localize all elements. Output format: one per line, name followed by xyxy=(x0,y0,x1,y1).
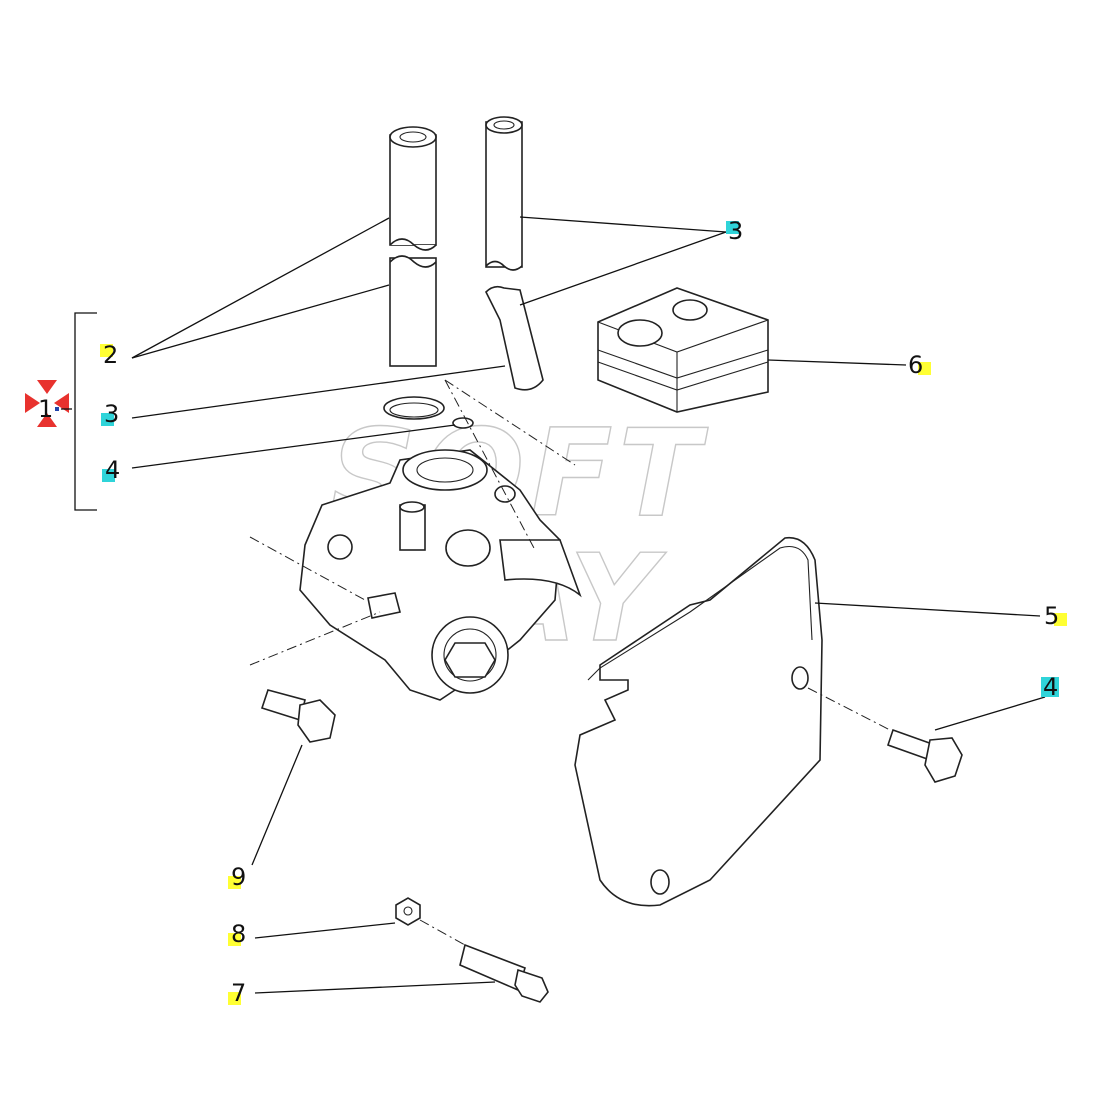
bracket-plate[interactable] xyxy=(574,536,823,907)
callout-6-highlight xyxy=(918,362,931,375)
group-bracket xyxy=(74,312,97,511)
callout-2-highlight xyxy=(100,344,113,357)
callout-8[interactable]: 8 xyxy=(228,920,247,948)
position-marker-icon[interactable] xyxy=(25,380,72,427)
callout-9-label: 9 xyxy=(231,863,247,891)
callout-1[interactable]: 1 xyxy=(38,396,53,422)
hose-right[interactable] xyxy=(485,116,544,391)
callout-6-label: 6 xyxy=(908,351,924,379)
screw-7[interactable] xyxy=(459,943,549,1003)
callout-8-highlight xyxy=(228,933,241,946)
nut-8[interactable] xyxy=(395,897,421,926)
callout-2[interactable]: 2 xyxy=(100,341,119,369)
callout-4-right-highlight xyxy=(1041,677,1059,697)
carburetor[interactable] xyxy=(299,449,582,701)
leader-lines xyxy=(131,216,1046,994)
callout-1-label: 1 xyxy=(38,395,54,423)
callout-7-highlight xyxy=(228,992,241,1005)
callout-7-label: 7 xyxy=(231,979,247,1007)
callout-3-top-highlight xyxy=(726,221,739,234)
foam-block[interactable] xyxy=(597,287,769,413)
callout-2-label: 2 xyxy=(103,341,119,369)
callout-9-highlight xyxy=(228,876,241,889)
center-lines xyxy=(249,379,891,946)
callout-3-left-label: 3 xyxy=(104,400,120,428)
bolt-right[interactable] xyxy=(886,728,963,783)
callout-4-left-highlight xyxy=(102,469,115,482)
callout-4-left[interactable]: 4 xyxy=(102,456,121,484)
callout-4-left-label: 4 xyxy=(105,456,121,484)
callout-5-label: 5 xyxy=(1044,602,1060,630)
callout-8-label: 8 xyxy=(231,920,247,948)
callout-9[interactable]: 9 xyxy=(228,863,247,891)
callout-7[interactable]: 7 xyxy=(228,979,247,1007)
callout-3-top[interactable]: 3 xyxy=(726,217,744,245)
callout-4-right-label: 4 xyxy=(1043,673,1059,701)
callout-3-top-label: 3 xyxy=(728,217,744,245)
callout-6[interactable]: 6 xyxy=(908,351,931,379)
callout-4-right[interactable]: 4 xyxy=(1041,673,1059,701)
circlip-ring[interactable] xyxy=(383,396,445,420)
bolt-9[interactable] xyxy=(260,689,336,743)
callout-3-left-highlight xyxy=(101,413,114,426)
callout-3-left[interactable]: 3 xyxy=(101,400,120,428)
o-ring[interactable] xyxy=(452,417,474,429)
callout-5[interactable]: 5 xyxy=(1044,602,1067,630)
hose-left[interactable] xyxy=(389,126,437,367)
callout-5-highlight xyxy=(1054,613,1067,626)
